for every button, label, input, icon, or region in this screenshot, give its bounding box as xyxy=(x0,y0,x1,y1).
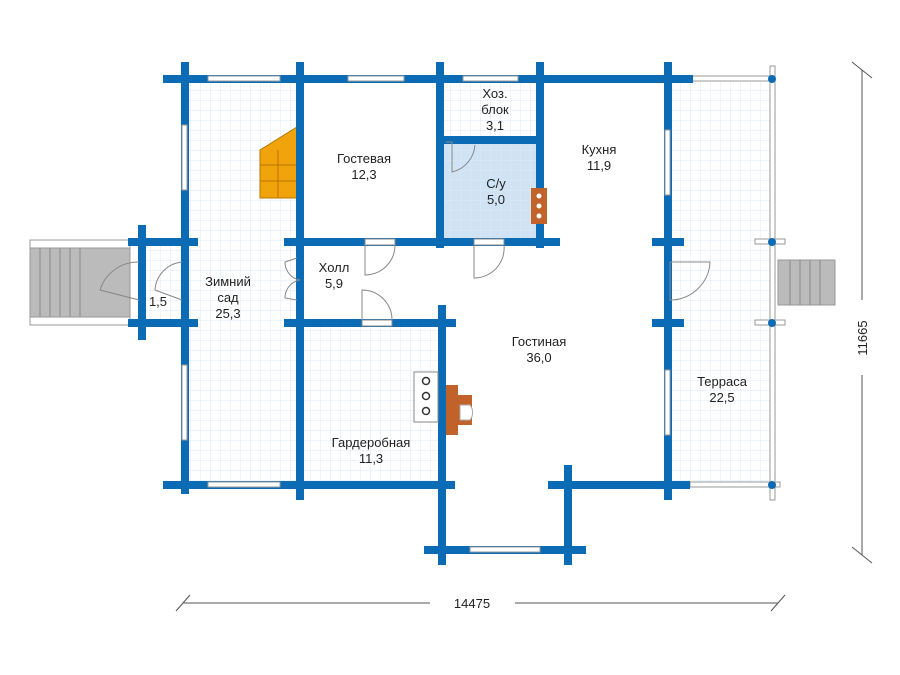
room-name: С/у xyxy=(486,176,506,191)
dimension-depth: 11665 xyxy=(851,61,873,564)
entrance-stairs-left xyxy=(29,239,131,326)
room-name: сад xyxy=(217,290,239,305)
room-name: Кухня xyxy=(582,142,617,157)
room-name: Зимний xyxy=(205,274,251,289)
room-name: Холл xyxy=(319,260,350,275)
room-name: Гостиная xyxy=(512,334,567,349)
room-name: блок xyxy=(481,102,509,117)
room-area: 12,3 xyxy=(351,167,376,182)
room-name: Гостевая xyxy=(337,151,391,166)
room-area: 3,1 xyxy=(486,118,504,133)
room-area: 22,5 xyxy=(709,390,734,405)
room-area: 36,0 xyxy=(526,350,551,365)
terrace-railing xyxy=(689,65,786,501)
room-area: 25,3 xyxy=(215,306,240,321)
doors xyxy=(99,141,711,327)
room-area: 5,9 xyxy=(325,276,343,291)
room-name: Терраса xyxy=(697,374,748,389)
room-area: 11,3 xyxy=(359,451,383,466)
chimney-bath xyxy=(531,188,547,224)
room-area: 1,5 xyxy=(149,294,167,309)
room-name: Гардеробная xyxy=(332,435,411,450)
width-value: 14475 xyxy=(454,596,490,611)
room-area: 11,9 xyxy=(587,158,611,173)
dimension-width: 14475 xyxy=(175,594,786,612)
windows xyxy=(181,75,671,553)
depth-value: 11665 xyxy=(855,320,870,355)
stove xyxy=(413,371,439,423)
fireplace xyxy=(446,385,474,435)
entrance-stairs-right xyxy=(777,259,836,306)
room-name: Хоз. xyxy=(482,86,507,101)
room-area: 5,0 xyxy=(487,192,505,207)
room-labels: Зимний сад 25,3 Гостевая 12,3 Хоз. блок … xyxy=(149,86,748,466)
